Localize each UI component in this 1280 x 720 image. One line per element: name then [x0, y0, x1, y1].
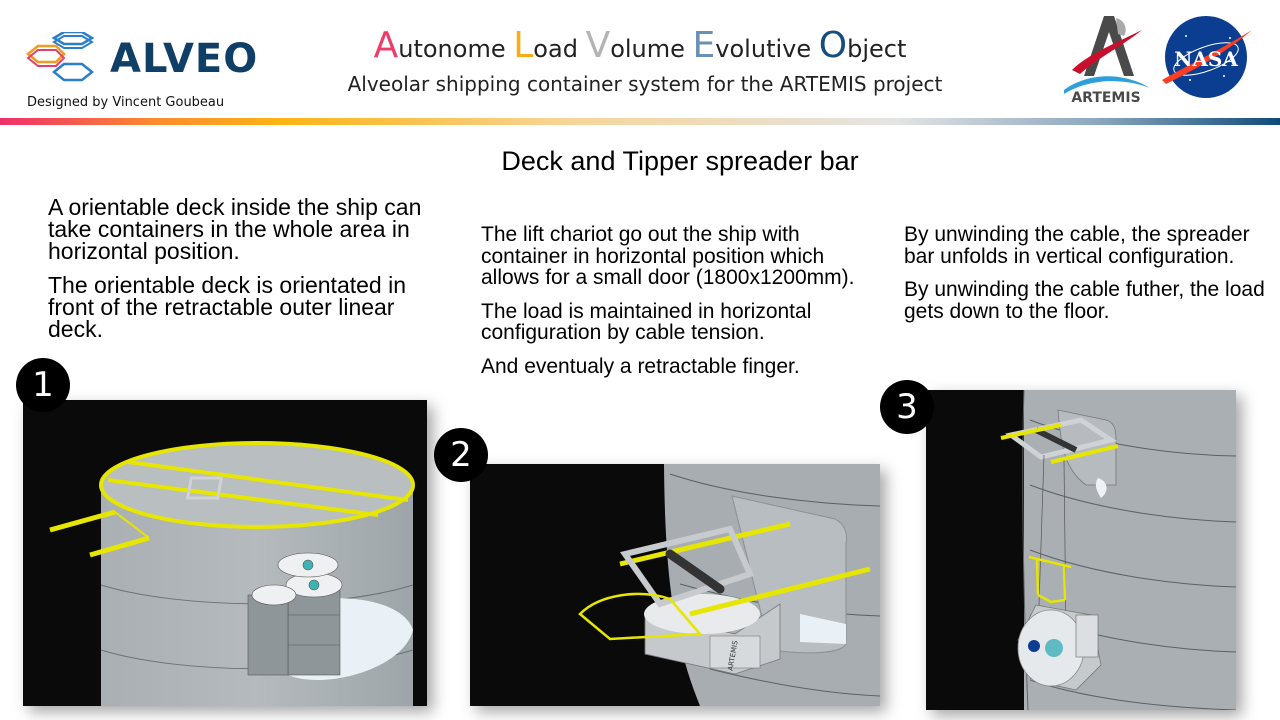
- orientable-deck-illustration: [49, 441, 415, 706]
- step-3-render-image: [926, 390, 1236, 710]
- subtitle: Alveolar shipping container system for t…: [347, 72, 943, 96]
- title-letter-l: L: [513, 25, 534, 66]
- step-2-badge: 2: [434, 428, 488, 482]
- spreader-bar-lowering-illustration: [1000, 390, 1236, 710]
- step-2-description: The lift chariot go out the ship with co…: [481, 224, 881, 389]
- step-1-render-image: [23, 400, 427, 706]
- spreader-bar: [1028, 555, 1072, 604]
- step-1-paragraph: A orientable deck inside the ship can ta…: [48, 194, 422, 264]
- artemis-a-icon: ARTEMIS: [1064, 16, 1150, 106]
- step-1-badge: 1: [16, 358, 70, 412]
- step-3-paragraph: By unwinding the cable futher, the load …: [904, 278, 1265, 323]
- designer-credit: Designed by Vincent Goubeau: [27, 95, 225, 110]
- step-1-paragraph: The orientable deck is orientated in fro…: [48, 272, 406, 342]
- title-letter-a: A: [373, 25, 399, 66]
- hanging-container: [1017, 604, 1102, 691]
- title-letter-v: V: [585, 25, 611, 66]
- title-letter-o: O: [818, 25, 848, 66]
- step-3-badge: 3: [880, 380, 934, 434]
- acronym-title: Autonome Load Volume Evolutive Object: [340, 26, 940, 69]
- step-2-render-image: ARTEMIS: [470, 464, 880, 706]
- nasa-meatball-icon: NASA: [1162, 16, 1252, 98]
- step-2-paragraph: And eventualy a retractable finger.: [481, 354, 800, 378]
- nasa-logo: NASA: [1160, 14, 1252, 100]
- alveo-logo: ALVEO: [24, 28, 264, 88]
- step-3-paragraph: By unwinding the cable, the spreader bar…: [904, 223, 1250, 268]
- stacked-containers: [247, 552, 343, 676]
- title-word-rest: oad: [533, 35, 586, 63]
- nasa-logo-text: NASA: [1174, 47, 1238, 71]
- title-word-rest: volutive: [715, 35, 819, 63]
- artemis-logo: ARTEMIS: [1058, 14, 1154, 106]
- step-2-paragraph: The lift chariot go out the ship with co…: [481, 223, 855, 289]
- step-1-description: A orientable deck inside the ship can ta…: [48, 196, 448, 352]
- lift-chariot-illustration: ARTEMIS: [578, 464, 880, 706]
- title-word-rest: bject: [847, 35, 907, 63]
- section-title: Deck and Tipper spreader bar: [501, 146, 859, 176]
- header-gradient-divider: [0, 118, 1280, 125]
- title-word-rest: olume: [610, 35, 693, 63]
- step-3-description: By unwinding the cable, the spreader bar…: [904, 224, 1274, 334]
- title-word-rest: utonome: [398, 35, 514, 63]
- hexagon-logo-icon: [25, 32, 95, 82]
- artemis-logo-text: ARTEMIS: [1071, 90, 1140, 104]
- logo-wordmark: ALVEO: [110, 36, 259, 82]
- title-letter-e: E: [692, 25, 716, 66]
- step-2-paragraph: The load is maintained in horizontal con…: [481, 299, 812, 344]
